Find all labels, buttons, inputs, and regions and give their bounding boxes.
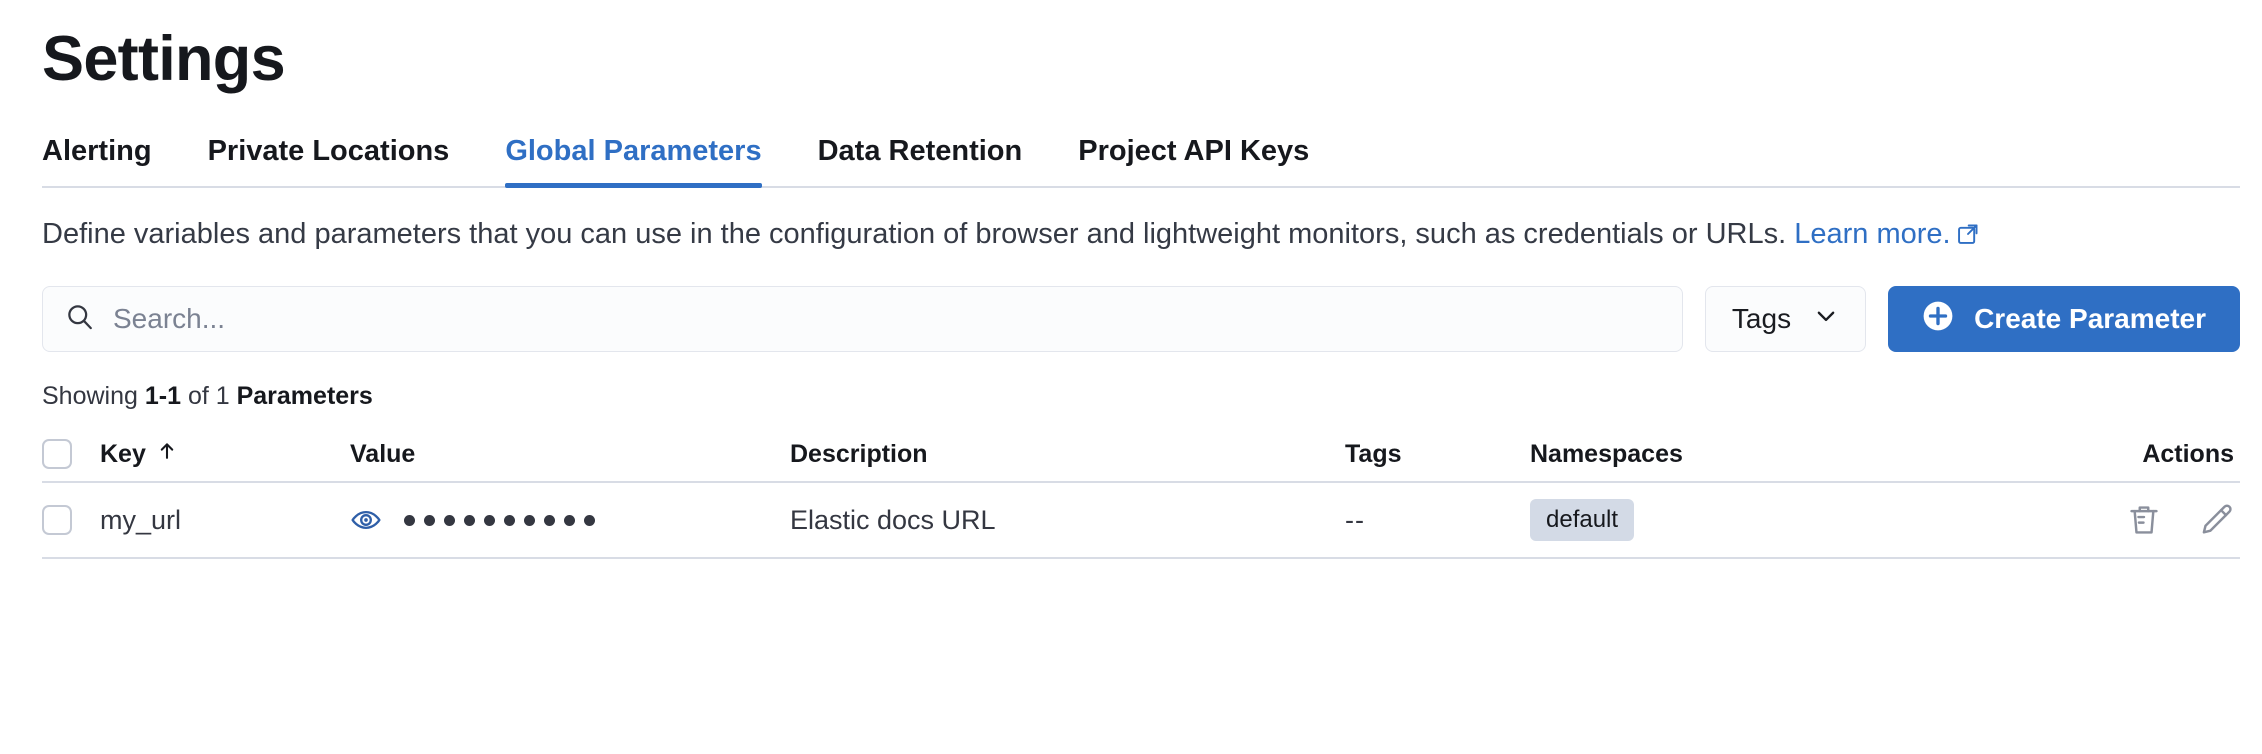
trash-icon[interactable] [2126, 502, 2162, 538]
arrow-up-icon [156, 440, 178, 469]
tags-filter-label: Tags [1731, 303, 1792, 335]
page-description: Define variables and parameters that you… [42, 218, 2240, 254]
parameters-table: Key Value Description Tags [42, 427, 2240, 560]
pencil-icon[interactable] [2198, 502, 2234, 538]
tab-global-parameters[interactable]: Global Parameters [477, 135, 789, 189]
tab-label: Private Locations [207, 135, 450, 167]
search-box[interactable] [42, 286, 1683, 353]
search-icon [65, 302, 95, 337]
row-select-cell [42, 505, 100, 536]
cell-actions [2010, 502, 2240, 538]
page-title: Settings [42, 24, 286, 94]
column-header-label: Value [350, 439, 416, 468]
table-row: my_url Elastic docs URL -- default [42, 483, 2240, 560]
column-header-description: Description [790, 440, 1345, 469]
tab-private-locations[interactable]: Private Locations [180, 135, 478, 186]
tab-label: Alerting [42, 135, 152, 167]
column-header-label: Tags [1345, 439, 1402, 468]
column-header-namespaces: Namespaces [1530, 440, 2010, 469]
column-header-tags: Tags [1345, 440, 1530, 469]
tags-filter-dropdown[interactable]: Tags [1704, 286, 1867, 353]
chevron-down-icon [1813, 303, 1839, 336]
results-middle: of 1 [181, 382, 237, 411]
masked-value [404, 514, 595, 526]
column-header-label: Key [100, 439, 146, 468]
learn-more-link[interactable]: Learn more. [1794, 218, 1950, 250]
column-header-label: Actions [2142, 439, 2234, 468]
create-parameter-label: Create Parameter [1974, 303, 2206, 335]
cell-tags: -- [1345, 504, 1365, 535]
tab-data-retention[interactable]: Data Retention [790, 135, 1051, 186]
cell-key: my_url [100, 504, 182, 535]
tab-alerting[interactable]: Alerting [42, 135, 180, 186]
create-parameter-button[interactable]: Create Parameter [1888, 286, 2240, 353]
column-header-actions: Actions [2142, 440, 2234, 469]
tab-label: Data Retention [817, 135, 1023, 167]
learn-more-label: Learn more. [1794, 218, 1951, 251]
description-text: Define variables and parameters that you… [42, 218, 1787, 251]
namespace-badge: default [1530, 499, 1635, 542]
results-range: 1-1 [144, 382, 181, 411]
search-input[interactable] [113, 287, 1660, 352]
column-header-value: Value [350, 440, 415, 469]
results-prefix: Showing [42, 382, 145, 411]
cell-value [350, 504, 790, 536]
tab-label: Global Parameters [505, 135, 762, 167]
tab-label: Project API Keys [1078, 135, 1310, 167]
plus-circle-icon [1922, 300, 1954, 339]
column-header-key[interactable]: Key [100, 440, 350, 469]
column-header-label: Description [790, 439, 928, 468]
select-all-checkbox[interactable] [42, 439, 72, 470]
settings-tabs: Alerting Private Locations Global Parame… [42, 135, 2240, 189]
eye-icon[interactable] [350, 504, 382, 536]
external-link-icon [1957, 220, 1979, 254]
results-count: Showing 1-1 of 1 Parameters [42, 382, 2238, 411]
row-select-checkbox[interactable] [42, 505, 72, 536]
controls-row: Tags Create Parameter [42, 286, 2240, 353]
results-entity: Parameters [236, 382, 373, 411]
table-header-row: Key Value Description Tags [42, 427, 2240, 484]
cell-description: Elastic docs URL [790, 504, 996, 535]
select-all-cell [42, 439, 100, 470]
column-header-label: Namespaces [1530, 439, 1683, 468]
tab-project-api-keys[interactable]: Project API Keys [1050, 135, 1337, 186]
